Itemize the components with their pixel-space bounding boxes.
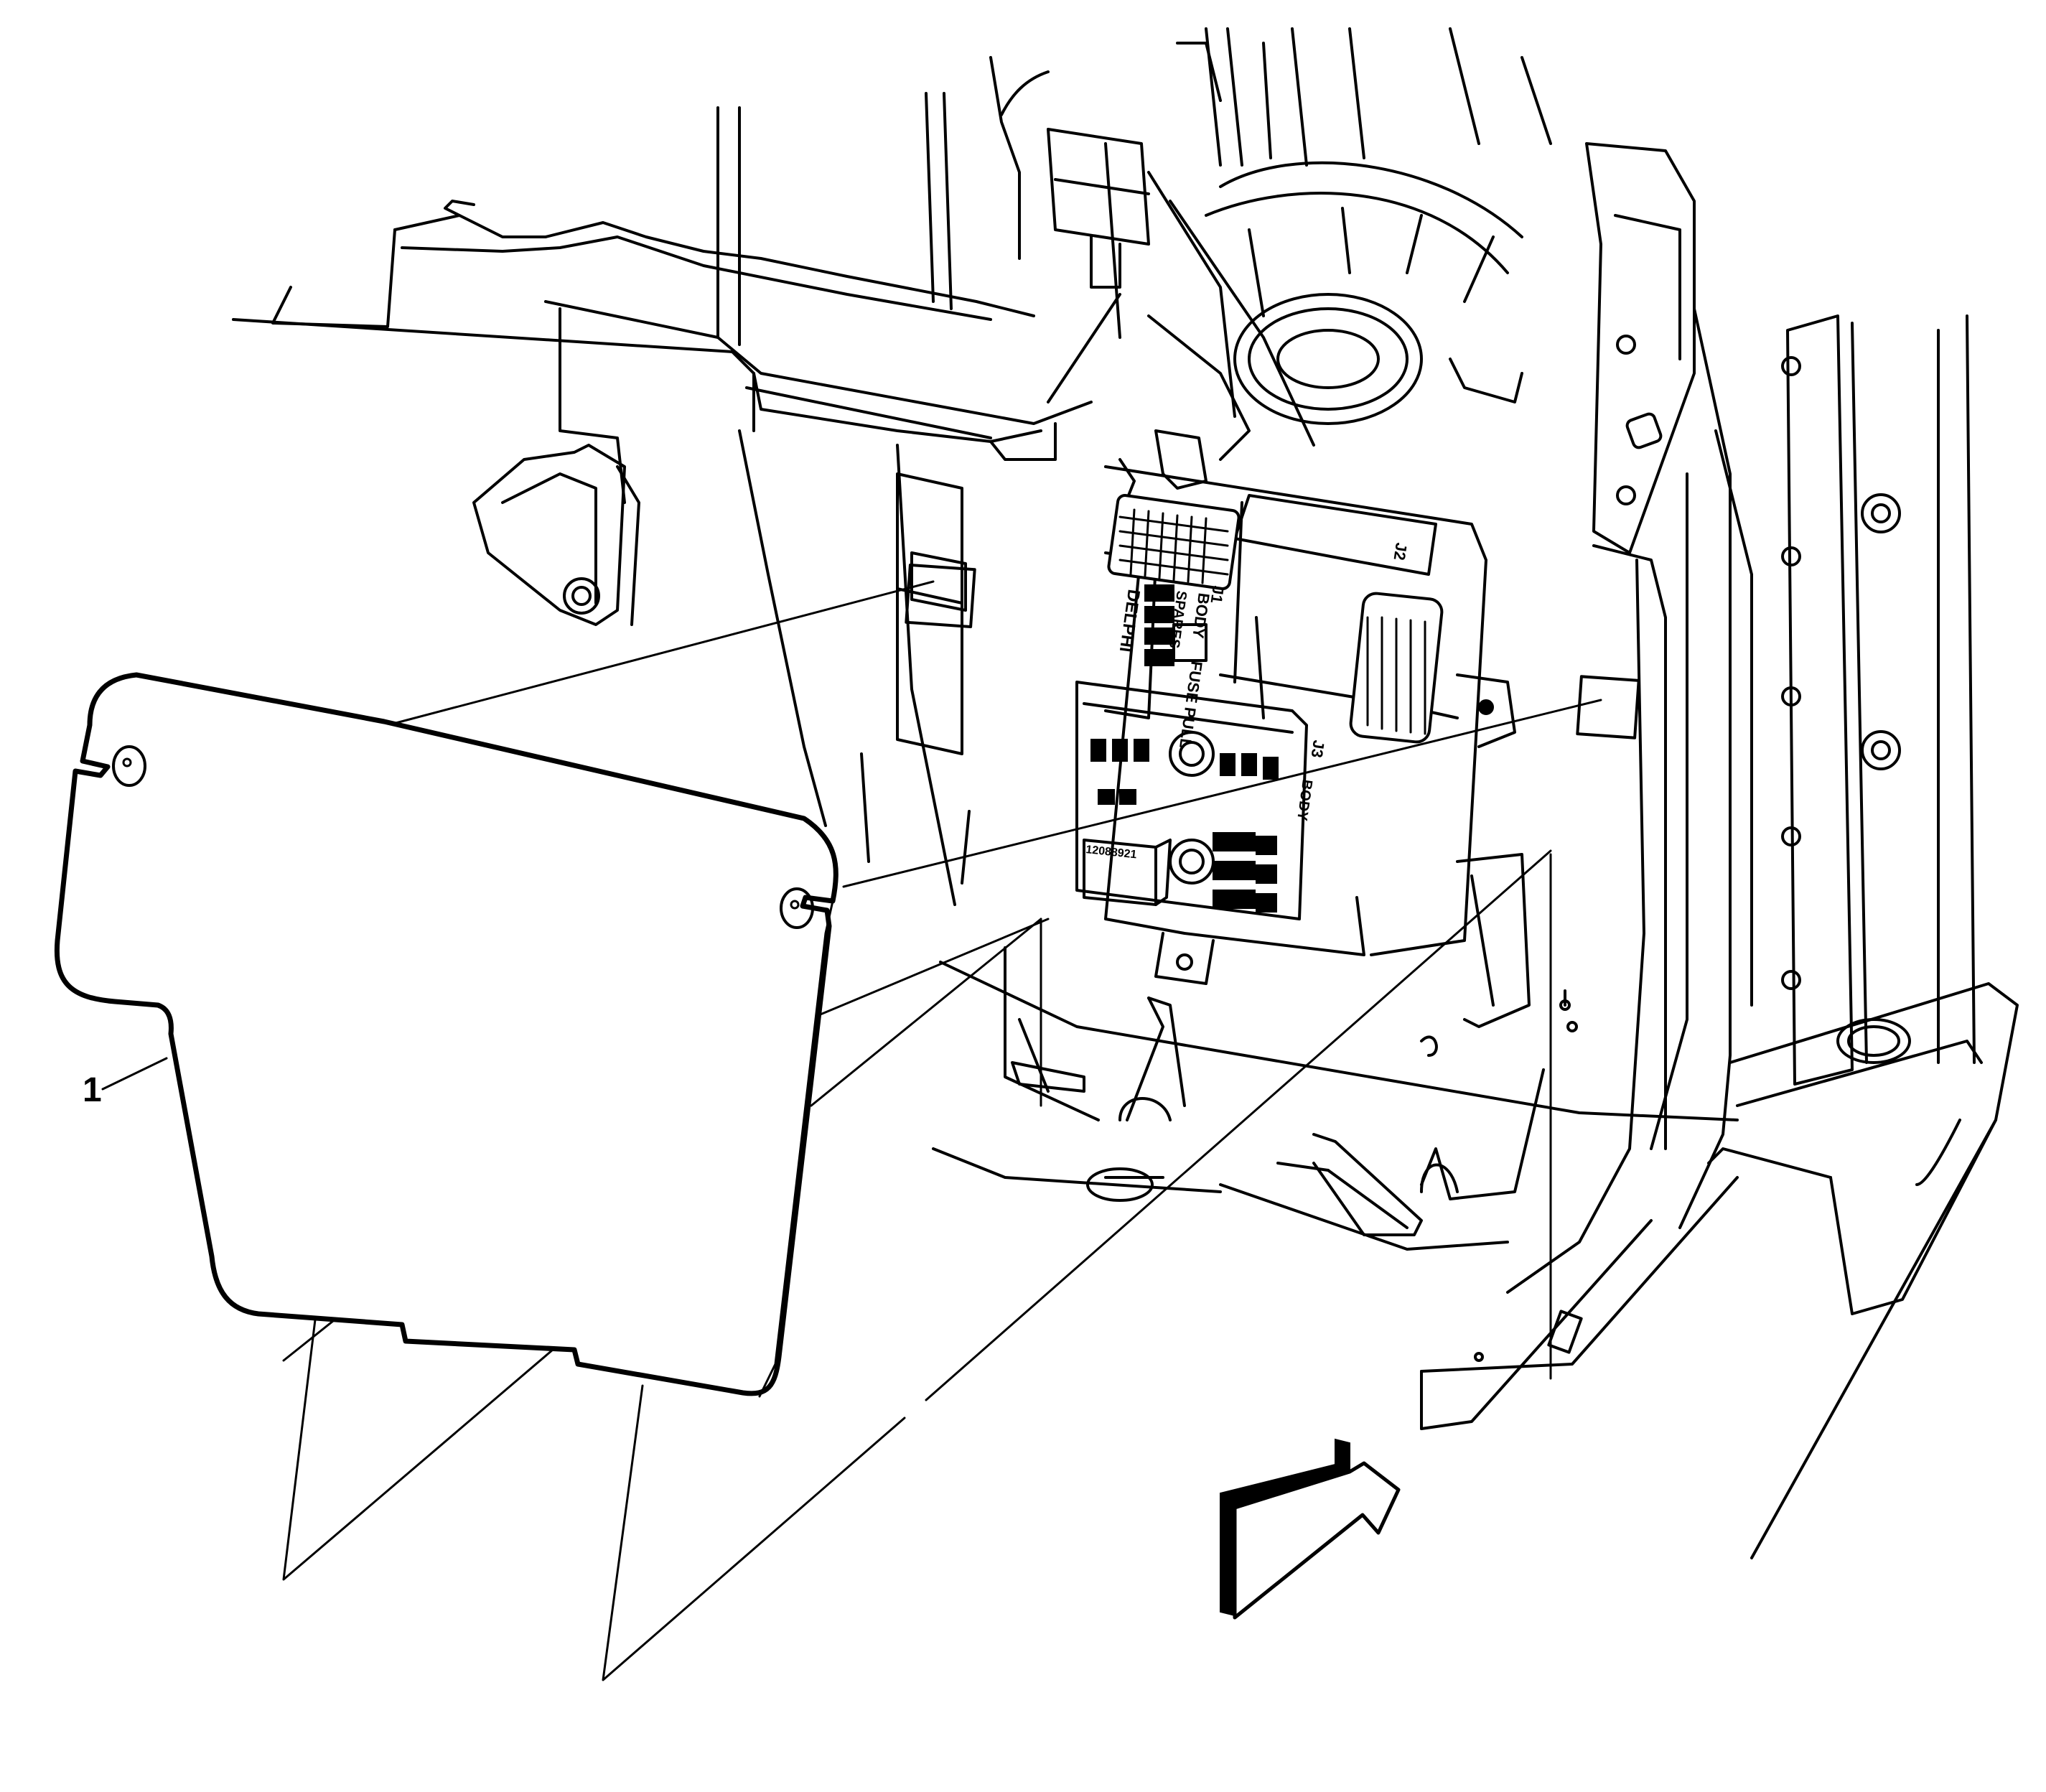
label-brand: DELPHI xyxy=(1116,588,1144,653)
label-j2: J2 xyxy=(1391,541,1411,561)
floor-structure xyxy=(932,853,1739,1251)
projection-lines xyxy=(282,563,1640,1681)
label-j1-body: BODY xyxy=(1189,592,1213,640)
fuse-grid xyxy=(1090,739,1279,913)
label-relay-part-number: 12088921 xyxy=(1085,844,1138,861)
callout-1-label: 1 xyxy=(83,1071,102,1109)
fuse-block: J1 BODY FUSE PULL SPARES DELPHI J2 J3 BO… xyxy=(1075,429,1516,985)
hinge-pillar xyxy=(1420,142,2019,1559)
label-j1: J1 xyxy=(1207,584,1228,605)
fuse-block-access-cover xyxy=(54,672,839,1398)
front-of-vehicle-arrow-icon xyxy=(1220,1438,1401,1620)
label-j3: J3 xyxy=(1308,739,1328,759)
dash-structure xyxy=(232,92,1093,906)
hvac-module xyxy=(989,27,1552,461)
label-j3-body: BODY xyxy=(1294,778,1315,822)
callout-1-leader xyxy=(101,1057,168,1091)
